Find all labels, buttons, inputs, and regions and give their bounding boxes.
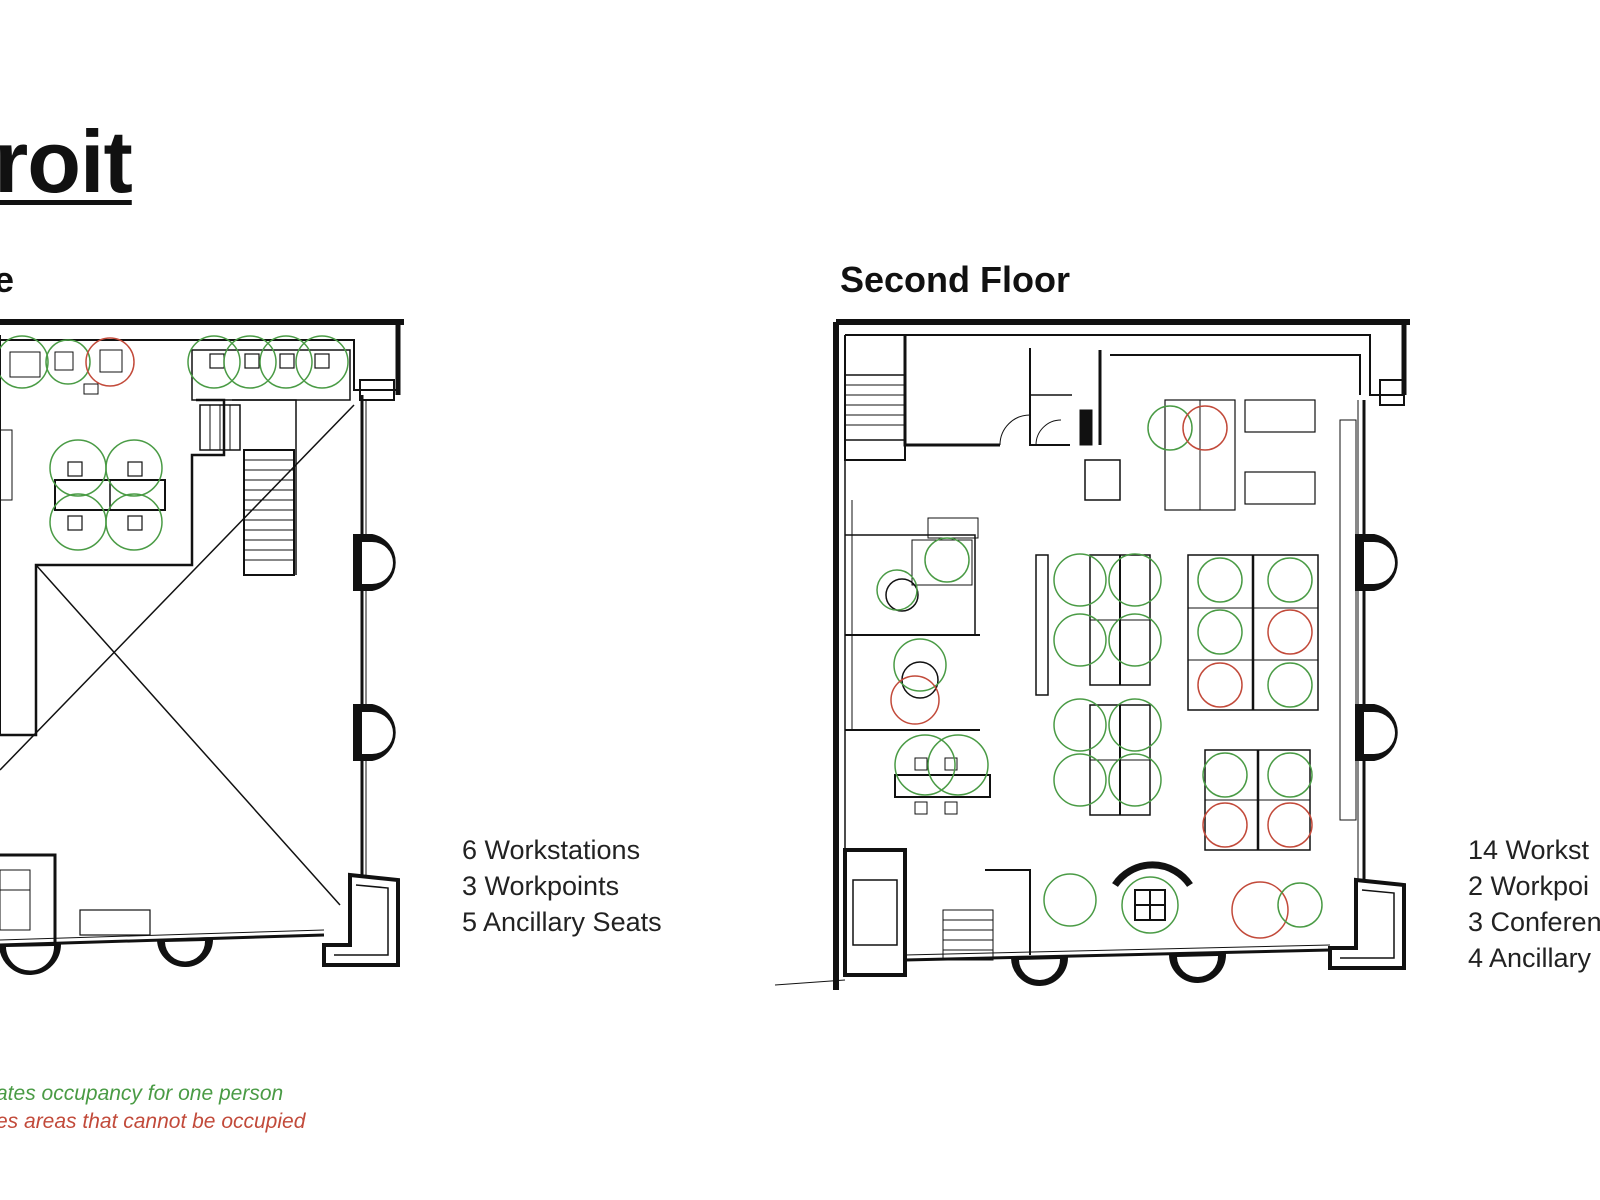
page-title: roit xyxy=(0,112,133,211)
first-floor-workstations: 6 Workstations xyxy=(462,835,641,865)
first-floor-label: e xyxy=(0,259,15,300)
second-floor-conference: 3 Conferen xyxy=(1468,907,1600,937)
first-floor-occupancy-circles xyxy=(0,335,349,551)
second-floor-workstations: 14 Workst xyxy=(1468,835,1590,865)
first-floor-workpoints: 3 Workpoints xyxy=(462,871,620,901)
first-floor-plan xyxy=(0,319,404,975)
first-floor-ancillary-seats: 5 Ancillary Seats xyxy=(462,907,662,937)
second-floor-occupancy-circles xyxy=(876,405,1323,939)
second-floor-stats: 14 Workst 2 Workpoi 3 Conferen 4 Ancilla… xyxy=(1468,832,1600,976)
second-floor-plan xyxy=(774,319,1410,990)
second-floor-workpoints: 2 Workpoi xyxy=(1468,871,1590,901)
legend-red-text: es areas that cannot be occupied xyxy=(0,1110,306,1133)
second-floor-label: Second Floor xyxy=(840,259,1071,300)
legend-green-text: ates occupancy for one person xyxy=(0,1082,284,1105)
first-floor-stats: 6 Workstations 3 Workpoints 5 Ancillary … xyxy=(462,832,662,940)
second-floor-ancillary: 4 Ancillary xyxy=(1468,943,1592,973)
